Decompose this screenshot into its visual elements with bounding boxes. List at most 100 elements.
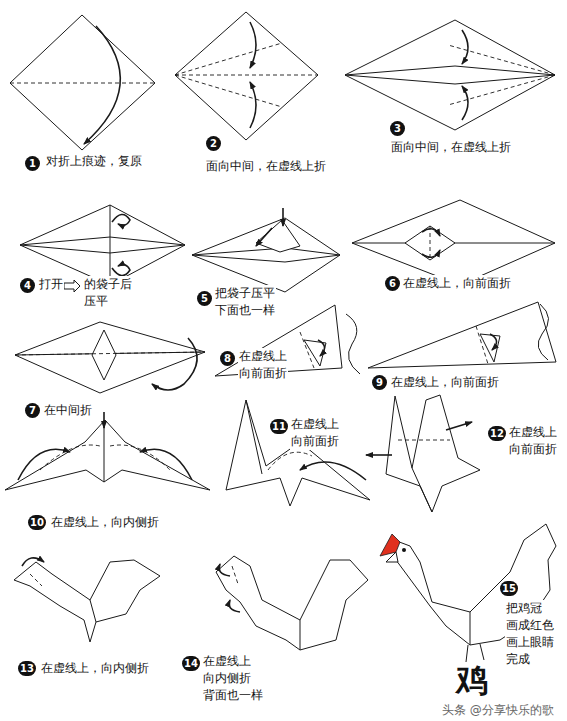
- fold-drawing: [345, 20, 555, 130]
- instruction-text: 在中间折: [43, 402, 93, 419]
- fold-drawing: [256, 228, 272, 246]
- fold-drawing: [84, 26, 120, 144]
- step-number: 8: [220, 351, 235, 366]
- text-line: 向前面折: [291, 433, 339, 450]
- fold-drawing: [216, 556, 368, 650]
- text-line: 的袋子后: [84, 276, 132, 293]
- text-line: 完成: [506, 651, 554, 668]
- fold-drawing: [10, 15, 155, 150]
- step15-figure: [380, 524, 556, 662]
- instruction-text: 面向中间，在虚线上折: [205, 158, 327, 175]
- fold-drawing: [5, 420, 210, 490]
- instruction-text: 在虚线上，向内侧折: [40, 660, 150, 677]
- fold-drawing: [30, 574, 42, 586]
- fold-drawing: [462, 30, 468, 64]
- instruction-text: 在虚线上 向前面折: [508, 424, 558, 458]
- fold-drawing: [152, 338, 197, 390]
- text-line: 向前面折: [509, 441, 557, 458]
- fold-drawing: [318, 340, 325, 356]
- fold-drawing: [22, 558, 44, 566]
- fold-drawing: [446, 422, 472, 430]
- fold-drawing: [92, 330, 116, 380]
- step-number: 3: [390, 121, 405, 136]
- fold-drawing: [250, 22, 256, 68]
- text-line: 在虚线上: [509, 424, 557, 441]
- fold-drawing: [466, 645, 468, 662]
- step4-figure: [20, 205, 185, 285]
- step-number: 10: [28, 515, 46, 530]
- step-number: 2: [206, 136, 221, 151]
- fold-drawing: [232, 566, 238, 584]
- fold-drawing: [175, 75, 282, 107]
- fold-drawing: [192, 218, 340, 292]
- fold-drawing: [300, 462, 366, 480]
- fold-drawing: [380, 534, 400, 556]
- instruction-text: 在虚线上，向内侧折: [50, 514, 160, 531]
- fold-drawing: [140, 449, 192, 480]
- instruction-text: 在虚线上，向前面折: [390, 374, 500, 391]
- instruction-text: 对折上痕迹，复原: [45, 153, 143, 170]
- instruction-text: 在虚线上 向前面折: [238, 348, 288, 382]
- fold-drawing: [20, 205, 185, 285]
- fold-drawing: [422, 229, 440, 236]
- text-line: 背面也一样: [203, 687, 263, 704]
- fold-drawing: [110, 205, 111, 285]
- fold-drawing: [346, 314, 360, 374]
- fold-drawing: [10, 83, 155, 84]
- fold-drawing: [345, 66, 555, 84]
- step12-figure: [366, 395, 480, 512]
- fold-drawing: [15, 352, 205, 355]
- text-line: 向前面折: [239, 365, 287, 382]
- fold-drawing: [110, 445, 170, 470]
- fold-drawing: [476, 326, 488, 364]
- text-line: 在虚线上: [291, 416, 339, 433]
- fold-drawing: [304, 340, 326, 366]
- step11-figure: [226, 400, 370, 506]
- fold-drawing: [394, 524, 556, 645]
- step-number: 13: [18, 661, 36, 676]
- text-line: 画上眼睛: [506, 634, 554, 651]
- instruction-text: 把袋子压平 下面也一样: [214, 285, 276, 319]
- step5-figure: [192, 208, 340, 292]
- instruction-text: 在虚线上 向内侧折 背面也一样: [202, 653, 264, 704]
- fold-drawing: [90, 600, 96, 622]
- step-number: 14: [182, 656, 200, 671]
- fold-drawing: [175, 75, 318, 76]
- step2-figure: [175, 12, 318, 140]
- fold-drawing: [226, 400, 370, 506]
- title: 鸡: [456, 662, 488, 698]
- fold-drawing: [402, 548, 406, 552]
- fold-drawing: [256, 220, 300, 252]
- step7-figure: [15, 322, 205, 393]
- step13-figure: [14, 558, 160, 642]
- text-line: 在虚线上: [239, 348, 287, 365]
- fold-drawing: [64, 280, 80, 292]
- fold-drawing: [368, 302, 556, 368]
- fold-drawing: [192, 248, 340, 262]
- fold-drawing: [14, 560, 160, 642]
- text-line: 把袋子压平: [215, 285, 275, 302]
- instruction-text: 在虚线上 向前面折: [290, 416, 340, 450]
- fold-drawing: [15, 322, 205, 393]
- step-number: 5: [197, 291, 212, 306]
- fold-drawing: [480, 644, 484, 660]
- step-number: 4: [20, 278, 35, 293]
- step9-figure: [368, 302, 556, 368]
- fold-drawing: [366, 454, 392, 456]
- text-line: 向内侧折: [203, 670, 263, 687]
- fold-drawing: [229, 600, 240, 612]
- text-line: 下面也一样: [215, 302, 275, 319]
- fold-drawing: [470, 612, 471, 645]
- fold-drawing: [18, 449, 70, 480]
- fold-drawing: [398, 440, 450, 441]
- fold-drawing: [20, 237, 185, 253]
- step-number: 7: [25, 403, 40, 418]
- fold-drawing: [282, 208, 284, 226]
- fold-drawing: [175, 43, 282, 75]
- fold-drawing: [538, 304, 548, 360]
- fold-drawing: [422, 250, 440, 257]
- step-number: 11: [270, 419, 288, 434]
- step1-figure: [10, 15, 155, 150]
- text-line: 画成红色: [506, 617, 554, 634]
